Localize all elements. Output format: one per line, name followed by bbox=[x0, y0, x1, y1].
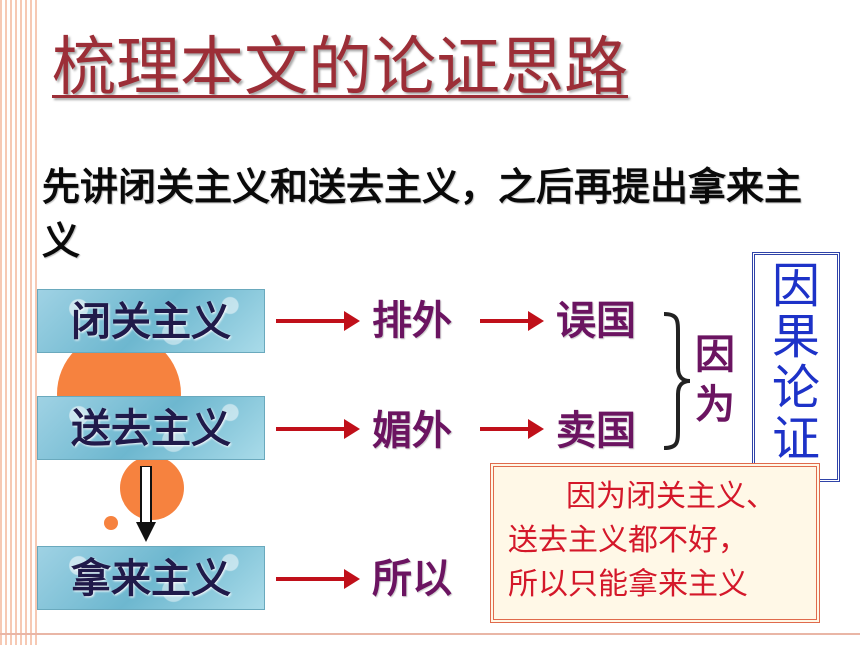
down-arrow-icon bbox=[136, 466, 156, 542]
summary-box: 因为闭关主义、 送去主义都不好， 所以只能拿来主义 bbox=[490, 463, 820, 623]
row2-mid-word: 媚外 bbox=[372, 408, 452, 454]
arrow-row2-b bbox=[480, 419, 544, 439]
method-char-2: 果 bbox=[771, 309, 820, 365]
row3-end-word: 所以 bbox=[372, 556, 452, 602]
box-take-in: 拿来主义 bbox=[37, 546, 265, 610]
because-label: 因为 bbox=[695, 332, 735, 428]
bottom-rule bbox=[0, 633, 860, 635]
box-send-out: 送去主义 bbox=[37, 396, 265, 460]
summary-line-2: 送去主义都不好， bbox=[508, 523, 748, 558]
arrow-row1-a bbox=[276, 311, 360, 331]
method-char-3: 论 bbox=[771, 360, 820, 416]
arrow-row1-b bbox=[480, 311, 544, 331]
row1-end-word: 误国 bbox=[556, 298, 636, 344]
row2-end-word: 卖国 bbox=[556, 408, 636, 454]
intro-text: 先讲闭关主义和送去主义，之后再提出拿来主义 bbox=[42, 165, 803, 263]
summary-line-1: 因为闭关主义、 bbox=[566, 479, 776, 514]
decorative-dot bbox=[104, 516, 118, 530]
method-char-4: 证 bbox=[771, 411, 820, 467]
method-char-1: 因 bbox=[771, 258, 820, 314]
row1-mid-word: 排外 bbox=[372, 298, 452, 344]
arrow-row2-a bbox=[276, 419, 360, 439]
cause-effect-box: 因 果 论 证 bbox=[752, 252, 840, 482]
summary-line-3: 所以只能拿来主义 bbox=[508, 567, 748, 602]
right-brace-icon bbox=[663, 312, 691, 450]
slide-title: 梳理本文的论证思路 bbox=[52, 31, 628, 105]
arrow-row3 bbox=[276, 569, 360, 589]
decorative-stripes bbox=[0, 0, 40, 645]
box-closed-door: 闭关主义 bbox=[37, 289, 265, 353]
